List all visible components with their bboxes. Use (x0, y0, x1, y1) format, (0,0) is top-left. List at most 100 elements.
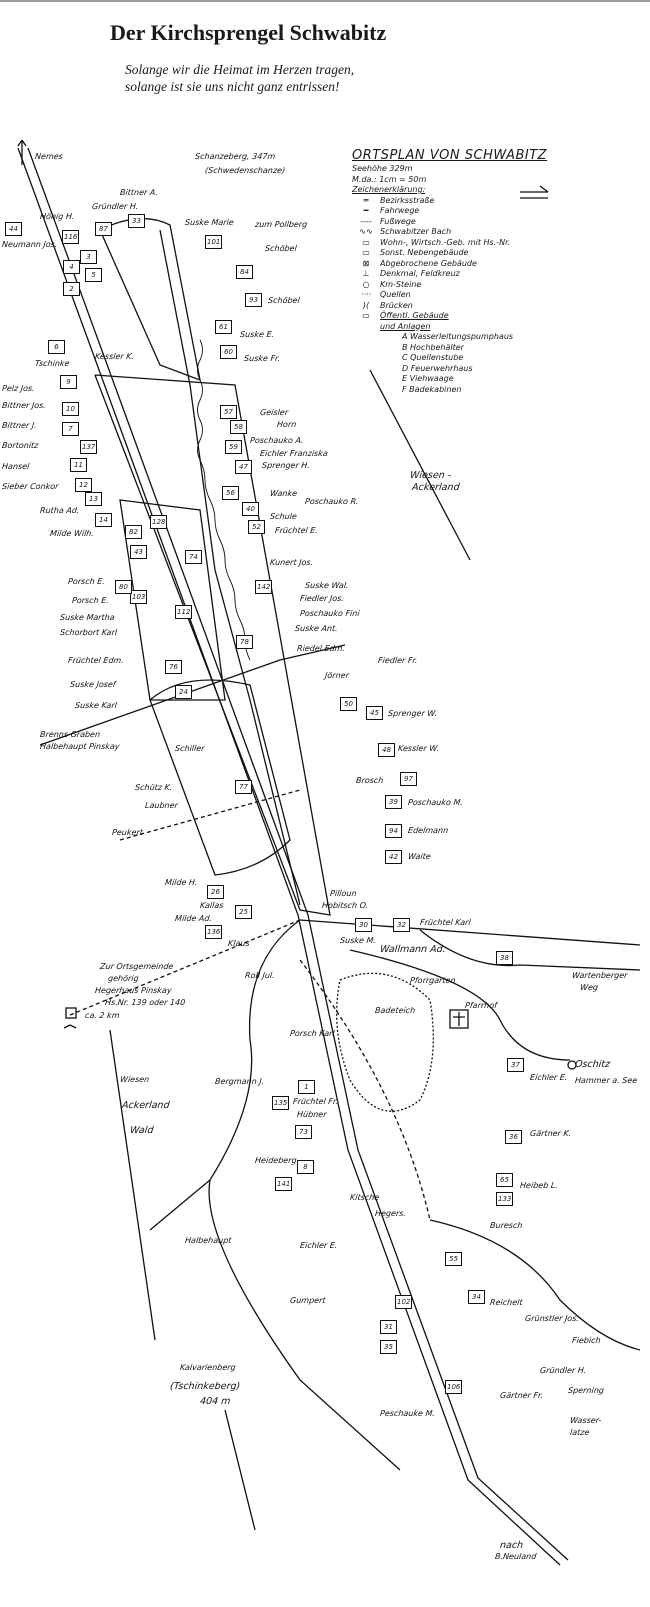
house-number-box: 13 (85, 492, 102, 506)
map-label: Kitsche (349, 1193, 380, 1202)
map-label: Fiebich (571, 1336, 602, 1345)
house-number-box: 24 (175, 685, 192, 699)
house-number-box: 30 (355, 918, 372, 932)
map-label: Suske Josef (69, 680, 117, 689)
house-number-box: 112 (175, 605, 193, 619)
map-label: Wiesen (119, 1075, 150, 1084)
map-label: Poschauko R. (304, 497, 360, 506)
field-boundary-southwest (224, 1409, 256, 1531)
map-label: Poschauko A. (249, 436, 305, 445)
legend-public-item: E Viehwaage (402, 374, 454, 383)
motto-line-2: solange ist sie uns nicht ganz entrissen… (125, 79, 340, 94)
map-label: Ackerland (121, 1100, 171, 1111)
house-number-box: 106 (445, 1380, 463, 1394)
map-label: Bittner Jos. (1, 401, 47, 410)
house-number-box: 9 (60, 375, 77, 389)
house-number-box: 45 (366, 706, 383, 720)
legend-scale: M.da.: 1cm = 50m (352, 174, 427, 184)
monument-icon: ⊥ (362, 269, 370, 278)
map-label: Wartenberger (571, 971, 628, 980)
road-west-loop (208, 919, 401, 1471)
inner-road (159, 229, 301, 906)
house-number-box: 12 (75, 478, 92, 492)
map-label: Pilloun (329, 889, 358, 898)
map-legend: ORTSPLAN VON SCHWABITZ Seehöhe 329m M.da… (352, 148, 582, 395)
map-label: Brosch (355, 776, 384, 785)
legend-public-heading-2: und Anlagen (380, 321, 431, 331)
map-label: Pfarrhof (464, 1001, 498, 1010)
house-number-box: 57 (220, 405, 237, 419)
house-number-box: 97 (400, 772, 417, 786)
legend-public-item: A Wasserleitungspumphaus (402, 332, 514, 341)
bridge-icon: )( (362, 300, 370, 310)
map-label: Kessler W. (397, 744, 440, 753)
village-block-west (119, 499, 226, 701)
house-number-box: 141 (275, 1177, 293, 1191)
map-label: Früchtel Edm. (67, 656, 125, 665)
legend-item-label: Abgebrochene Gebäude (380, 258, 477, 268)
house-number-box: 5 (85, 268, 102, 282)
map-label: Schütz K. (134, 783, 173, 792)
house-number-box: 38 (496, 951, 513, 965)
house-number-box: 7 (62, 422, 79, 436)
map-label: Bittner J. (1, 421, 38, 430)
legend-item-label: Denkmal, Feldkreuz (380, 269, 460, 278)
map-label: Gründler H. (91, 202, 139, 211)
road-buresch (429, 1219, 641, 1351)
house-number-box: 36 (505, 1130, 522, 1144)
map-label: Waite (407, 852, 432, 861)
house-number-box: 8 (297, 1160, 314, 1174)
map-label: Milde Wilh. (49, 529, 95, 538)
map-label: Tschinke (34, 359, 70, 368)
map-label: Ackerland (411, 482, 461, 493)
house-number-box: 1 (298, 1080, 315, 1094)
map-label: Schiller (174, 744, 205, 753)
legend-item-label: Fahrwege (380, 206, 420, 215)
footpath-badeteich (299, 959, 431, 1221)
map-label: B.Neuland (494, 1552, 537, 1561)
road-brenns-graben (39, 644, 346, 746)
map-label: Schule (269, 512, 298, 521)
cross-icon (453, 1012, 465, 1026)
house-number-box: 65 (496, 1173, 513, 1187)
house-number-box: 52 (248, 520, 265, 534)
map-label: Pelz Jos. (1, 384, 36, 393)
house-number-box: 56 (222, 486, 239, 500)
house-number-box: 128 (150, 515, 168, 529)
map-label: Geisler (259, 408, 289, 417)
map-label: Brenns Graben (39, 730, 101, 739)
map-label: Pforrgarten (409, 976, 457, 985)
house-number-box: 39 (385, 795, 402, 809)
map-label: nach (499, 1540, 524, 1551)
legend-item-label: Wohn-, Wirtsch.-Geb. mit Hs.-Nr. (380, 237, 511, 247)
house-number-box: 73 (295, 1125, 312, 1139)
map-label: Hobitsch O. (321, 901, 369, 910)
house-number-box: 50 (340, 697, 357, 711)
map-label: Sprenger W. (387, 709, 438, 718)
map-label: Wasser- (569, 1416, 602, 1425)
house-number-box: 87 (95, 222, 112, 236)
legend-item-label: Km-Steine (380, 279, 422, 289)
legend-item: ⊠Abgebrochene Gebäude (352, 259, 582, 270)
badeteich-pond (336, 972, 434, 1112)
map-label: Wanke (269, 489, 298, 498)
house-number-box: 25 (235, 905, 252, 919)
map-label: Suske Martha (59, 613, 116, 622)
map-label: Eichler E. (299, 1241, 338, 1250)
map-label: Bergmann J. (214, 1077, 265, 1086)
main-road-edge (27, 147, 569, 1561)
map-label: Halbehaupt (184, 1236, 232, 1245)
house-number-box: 136 (205, 925, 223, 939)
legend-public-item: F Badekabinen (402, 384, 462, 394)
legend-items: ═Bezirksstraße━Fahrwege----Fußwege∿∿Schw… (352, 196, 582, 312)
map-label: Porsch E. (67, 577, 106, 586)
map-label: Gründler H. (539, 1366, 587, 1375)
legend-key-heading: Zeichenerklärung: (352, 185, 426, 194)
legend-item: ----Fußwege (352, 217, 582, 228)
wavy-line-icon: ∿∿ (359, 227, 373, 236)
box-icon: ▭ (362, 237, 370, 247)
map-label: Kessler K. (94, 352, 135, 361)
legend-item: ━Fahrwege (352, 206, 582, 217)
house-number-box: 76 (165, 660, 182, 674)
road-wartenberger-weg (419, 929, 641, 971)
